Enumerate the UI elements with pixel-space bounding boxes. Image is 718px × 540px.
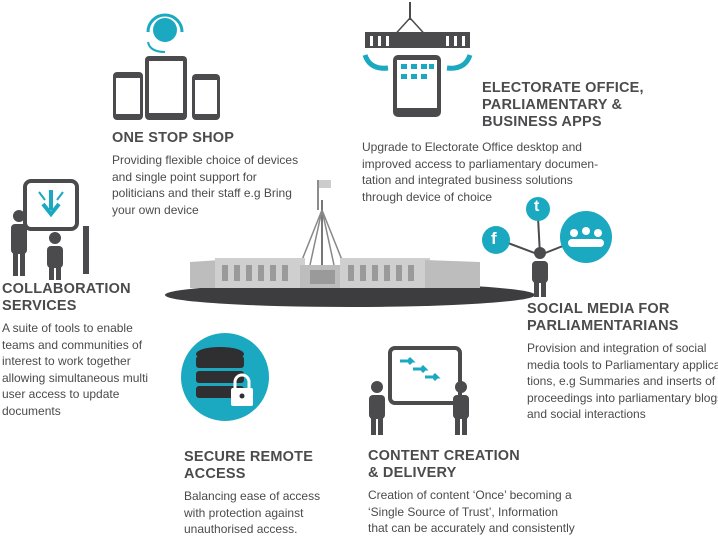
social-title: SOCIAL MEDIA FOR PARLIAMENTARIANS — [527, 301, 718, 335]
electorate-body-block: Upgrade to Electorate Office desktop and… — [362, 134, 598, 205]
body-line: Creation of content ‘Once’ becoming a — [368, 488, 572, 502]
parliament-tablet-icon — [362, 2, 473, 117]
title-line: COLLABORATION — [2, 281, 131, 297]
title-line: SERVICES — [2, 298, 77, 314]
parliament-house-icon — [165, 180, 535, 307]
body-line: with protection against — [184, 505, 304, 520]
body-line: Providing flexible choice of devices — [112, 153, 299, 167]
devices-headset-icon — [113, 13, 220, 120]
title-line: ACCESS — [184, 466, 246, 482]
body-line: proceedings into parliamentary blogs — [527, 390, 718, 405]
body-line: allowing simultaneous multi — [2, 370, 149, 385]
one-stop-shop-section: ONE STOP SHOP Providing flexible choice … — [112, 130, 298, 218]
one-stop-shop-body: Providing flexible choice of devices and… — [112, 152, 298, 218]
title-line: ELECTORATE OFFICE, — [482, 80, 644, 96]
body-line: documents — [2, 403, 61, 418]
one-stop-shop-title: ONE STOP SHOP — [112, 130, 298, 147]
body-line: teams and communities of — [2, 337, 143, 352]
body-line: Provision and integration of social — [527, 341, 707, 355]
collaboration-section: COLLABORATION SERVICES A suite of tools … — [2, 281, 148, 419]
body-line: unauthorised access. — [184, 522, 298, 536]
database-lock-icon — [181, 333, 269, 421]
title-line: SOCIAL MEDIA FOR — [527, 301, 670, 317]
title-line: & DELIVERY — [368, 465, 457, 481]
collaboration-title: COLLABORATION SERVICES — [2, 281, 148, 315]
title-line: ONE STOP SHOP — [112, 130, 235, 146]
body-line: A suite of tools to enable — [2, 321, 133, 335]
body-line: Upgrade to Electorate Office desktop and — [362, 140, 582, 154]
body-line: interest to work together — [2, 354, 131, 368]
secure-body: Balancing ease of access with protection… — [184, 488, 320, 538]
content-presentation-icon — [369, 346, 469, 435]
facebook-icon: f — [491, 229, 497, 248]
body-line: tions, e.g Summaries and inserts of — [527, 374, 716, 388]
twitter-icon: t — [534, 198, 540, 215]
body-line: politicians and their staff e.g Bring — [112, 186, 292, 200]
body-line: reused — [368, 537, 575, 540]
title-line: BUSINESS APPS — [482, 114, 602, 130]
body-line: user access to update — [2, 387, 120, 401]
title-line: PARLIAMENTARY & — [482, 97, 623, 113]
secure-title: SECURE REMOTE ACCESS — [184, 449, 320, 483]
body-line: your own device — [112, 202, 199, 217]
body-line: and social interactions — [527, 407, 646, 421]
title-line: SECURE REMOTE — [184, 449, 314, 465]
electorate-title-block: ELECTORATE OFFICE, PARLIAMENTARY & BUSIN… — [482, 80, 644, 131]
collaboration-body: A suite of tools to enable teams and com… — [2, 320, 148, 419]
social-section: SOCIAL MEDIA FOR PARLIAMENTARIANS Provis… — [527, 301, 718, 423]
body-line: Balancing ease of access — [184, 489, 321, 503]
content-section: CONTENT CREATION & DELIVERY Creation of … — [368, 448, 575, 540]
electorate-title: ELECTORATE OFFICE, PARLIAMENTARY & BUSIN… — [482, 80, 644, 131]
body-line: ‘Single Source of Trust’, Information — [368, 504, 559, 519]
body-line: media tools to Parliamentary applica- — [527, 357, 718, 372]
body-line: tation and integrated business solutions — [362, 173, 573, 187]
title-line: PARLIAMENTARIANS — [527, 318, 679, 334]
electorate-body: Upgrade to Electorate Office desktop and… — [362, 139, 598, 205]
content-title: CONTENT CREATION & DELIVERY — [368, 448, 575, 482]
content-body: Creation of content ‘Once’ becoming a ‘S… — [368, 487, 575, 540]
social-media-icon — [482, 197, 612, 297]
title-line: CONTENT CREATION — [368, 448, 520, 464]
body-line: through device of choice — [362, 189, 493, 204]
collaboration-board-icon — [11, 179, 89, 280]
secure-section: SECURE REMOTE ACCESS Balancing ease of a… — [184, 449, 320, 538]
body-line: and single point support for — [112, 169, 257, 184]
body-line: that can be accurately and consistently — [368, 521, 575, 535]
social-body: Provision and integration of social medi… — [527, 340, 718, 423]
body-line: improved access to parliamentary documen… — [362, 156, 599, 171]
